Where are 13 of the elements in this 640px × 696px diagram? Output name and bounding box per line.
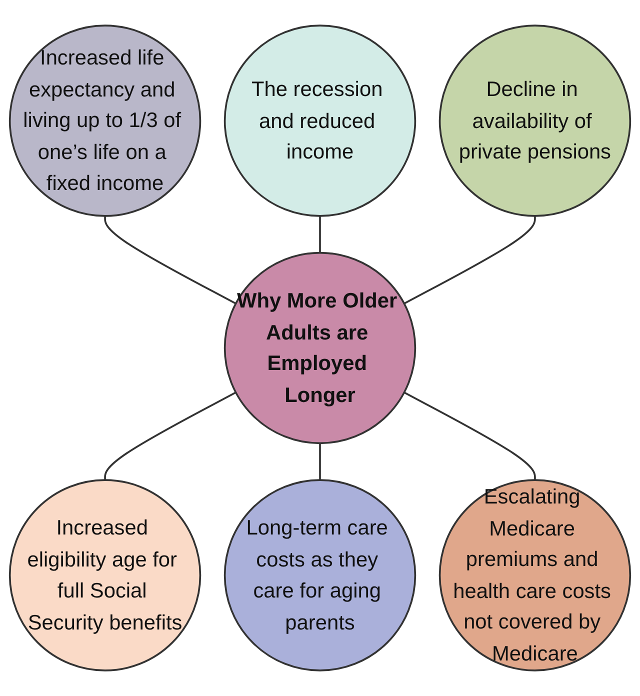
connector	[404, 392, 536, 480]
node-circle: Long-term care costs as they care for aging parents	[224, 479, 416, 672]
node-circle: Escalating Medicare premiums and health care costs not covered by Medicare	[438, 479, 632, 672]
connector	[319, 443, 321, 480]
connector	[104, 392, 236, 480]
node-circle: Increased eligibility age for full Social Security benefits	[8, 479, 202, 672]
node-circle: Decline in availability of private pensions	[438, 24, 632, 217]
node-circle: Why More Older Adults are Employed Longer	[224, 252, 416, 444]
connector	[404, 216, 536, 304]
connector	[319, 216, 321, 253]
node-circle: The recession and reduced income	[224, 24, 416, 217]
connector	[104, 216, 236, 304]
node-circle: Increased life expectancy and living up to 1/3 of one’s life on a fixed income	[8, 24, 202, 217]
